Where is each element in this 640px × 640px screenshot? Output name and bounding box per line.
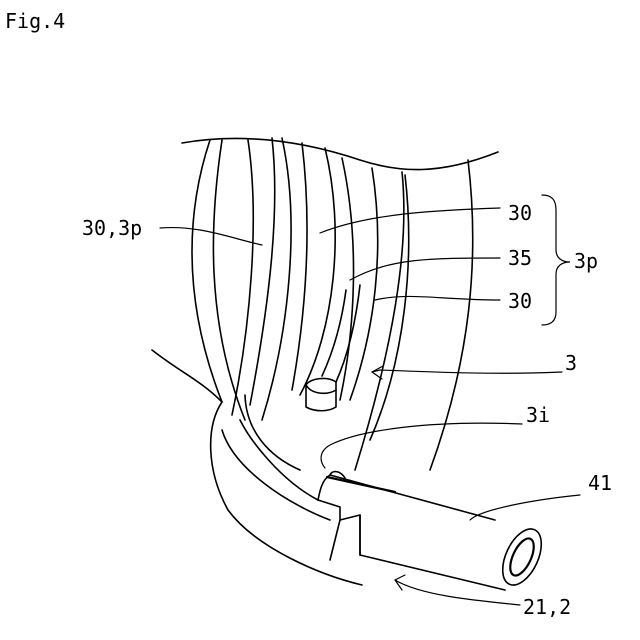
label-3: 3 xyxy=(565,351,577,375)
label-21-2: 21,2 xyxy=(523,595,571,619)
figure-title: Fig.4 xyxy=(5,9,65,33)
label-3p: 3p xyxy=(574,249,598,273)
bracket-3p xyxy=(542,195,570,325)
label-30-bottom: 30 xyxy=(508,289,532,313)
label-41: 41 xyxy=(588,471,612,495)
tube-41 xyxy=(318,472,549,591)
label-35: 35 xyxy=(508,246,532,270)
label-30-top: 30 xyxy=(508,201,532,225)
label-3i: 3i xyxy=(526,403,550,427)
label-30-3p: 30,3p xyxy=(82,216,142,240)
tread-surface-lines xyxy=(152,138,498,585)
